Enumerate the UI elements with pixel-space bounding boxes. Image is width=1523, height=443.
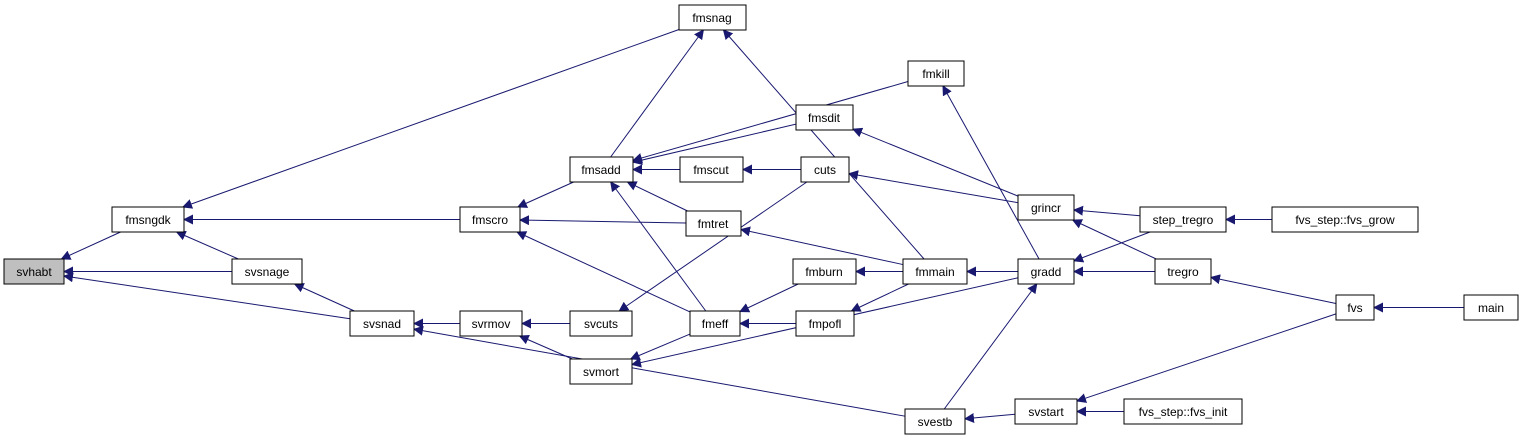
edge-cuts-to-svcuts [618,181,808,312]
edge-fmsdit-to-fmsadd [632,123,797,165]
edge-fvs-to-svstart [1076,313,1337,403]
node-tregro[interactable]: tregro [1154,258,1212,285]
edge-fvs-to-tregro [1210,274,1337,305]
edge-svestb-to-svsnad [413,325,906,417]
node-label-svsnad: svsnad [363,317,401,331]
node-label-tregro: tregro [1167,265,1199,279]
node-svsnage[interactable]: svsnage [231,258,303,285]
node-fmeff[interactable]: fmeff [689,310,741,337]
edge-fmburn-to-fmeff [739,283,799,313]
node-fmsdit[interactable]: fmsdit [795,104,854,131]
node-svestb[interactable]: svestb [904,408,966,435]
node-fmscut[interactable]: fmscut [679,156,744,183]
node-fmpofl[interactable]: fmpofl [795,310,855,337]
edge-svstart-to-svestb [964,413,1016,423]
edge-fmmain-to-fmsnag [722,29,925,260]
node-fmmain[interactable]: fmmain [902,258,968,285]
edge-grincr-to-fmsdit [852,127,1019,197]
node-main[interactable]: main [1463,294,1519,321]
edge-grincr-to-cuts [848,170,1019,204]
edge-svsnad-to-svsnage [293,283,355,312]
edge-fmtret-to-fmsadd [626,181,688,212]
node-label-svmort: svmort [583,365,620,379]
node-label-grincr: grincr [1031,201,1061,215]
edge-fmmain-to-fmtret [740,226,904,266]
edge-fmtret-to-fmscro [519,215,687,226]
node-label-svrmov: svrmov [472,317,511,331]
edges-layer [60,29,1464,423]
edge-tregro-to-grincr [1071,219,1157,260]
node-label-fmsadd: fmsadd [581,163,620,177]
edge-fmsngdk-to-svhabt [60,231,121,260]
node-label-fvs-step-fvs-init: fvs_step::fvs_init [1139,405,1228,419]
node-label-svstart: svstart [1028,405,1064,419]
node-label-cuts: cuts [814,163,836,177]
node-label-fvs: fvs [1347,301,1362,315]
node-svcuts[interactable]: svcuts [569,310,633,337]
node-label-svcuts: svcuts [584,317,618,331]
edge-fmsadd-to-fmscro [516,181,574,208]
node-svmort[interactable]: svmort [569,358,633,385]
node-svrmov[interactable]: svrmov [459,310,523,337]
node-fmsnag[interactable]: fmsnag [678,4,747,31]
node-label-fmsngdk: fmsngdk [125,213,171,227]
node-label-step-tregro: step_tregro [1153,213,1214,227]
node-grincr[interactable]: grincr [1017,194,1075,221]
node-fvs-step-fvs-grow[interactable]: fvs_step::fvs_grow [1271,206,1419,233]
node-label-fmscut: fmscut [693,163,729,177]
node-label-fvs-step-fvs-grow: fvs_step::fvs_grow [1295,213,1395,227]
node-label-fmsdit: fmsdit [808,111,841,125]
node-fmsngdk[interactable]: fmsngdk [111,206,185,233]
node-fmsadd[interactable]: fmsadd [569,156,634,183]
edge-fmeff-to-svmort [629,333,691,361]
edge-svmort-to-svrmov [518,335,573,360]
node-label-fmeff: fmeff [702,317,729,331]
node-step-tregro[interactable]: step_tregro [1139,206,1227,233]
node-label-fmburn: fmburn [805,265,842,279]
nodes-layer: svhabt fmsngdk svsnage svsnad fmscro fms… [3,4,1519,435]
node-fmtret[interactable]: fmtret [685,210,742,237]
edge-svsnage-to-fmsngdk [175,231,239,260]
node-label-gradd: gradd [1031,265,1062,279]
node-label-svhabt: svhabt [16,265,52,279]
edge-gradd-to-fmkill [942,85,1040,260]
edge-fmsadd-to-fmsnag [610,29,704,158]
node-fvs-step-fvs-init[interactable]: fvs_step::fvs_init [1123,398,1243,425]
edge-fmsnag-to-fmsngdk [181,29,680,209]
node-label-fmsnag: fmsnag [692,11,731,25]
node-cuts[interactable]: cuts [800,156,850,183]
node-svsnad[interactable]: svsnad [349,310,415,337]
node-svhabt[interactable]: svhabt [3,258,65,285]
edge-step-tregro-to-gradd [1073,231,1151,263]
edge-step-tregro-to-grincr [1073,205,1141,217]
node-fvs[interactable]: fvs [1335,294,1375,321]
edge-fmkill-to-fmsadd [632,81,909,163]
edge-fmeff-to-fmscro [516,231,691,313]
node-label-main: main [1478,301,1504,315]
node-label-fmscro: fmscro [472,213,508,227]
edge-fmmain-to-fmpofl [850,283,909,312]
node-svstart[interactable]: svstart [1014,398,1078,425]
node-label-fmtret: fmtret [698,217,729,231]
node-gradd[interactable]: gradd [1017,258,1075,285]
node-label-fmmain: fmmain [915,265,954,279]
edge-svestb-to-gradd [943,283,1038,410]
node-fmscro[interactable]: fmscro [459,206,521,233]
node-fmkill[interactable]: fmkill [907,60,965,87]
node-label-fmkill: fmkill [922,67,949,81]
node-label-svestb: svestb [918,415,953,429]
node-label-fmpofl: fmpofl [809,317,842,331]
edge-svsnad-to-svhabt [63,272,351,320]
edge-fmeff-to-fmsadd [610,181,707,312]
node-fmburn[interactable]: fmburn [792,258,857,285]
node-label-svsnage: svsnage [245,265,290,279]
